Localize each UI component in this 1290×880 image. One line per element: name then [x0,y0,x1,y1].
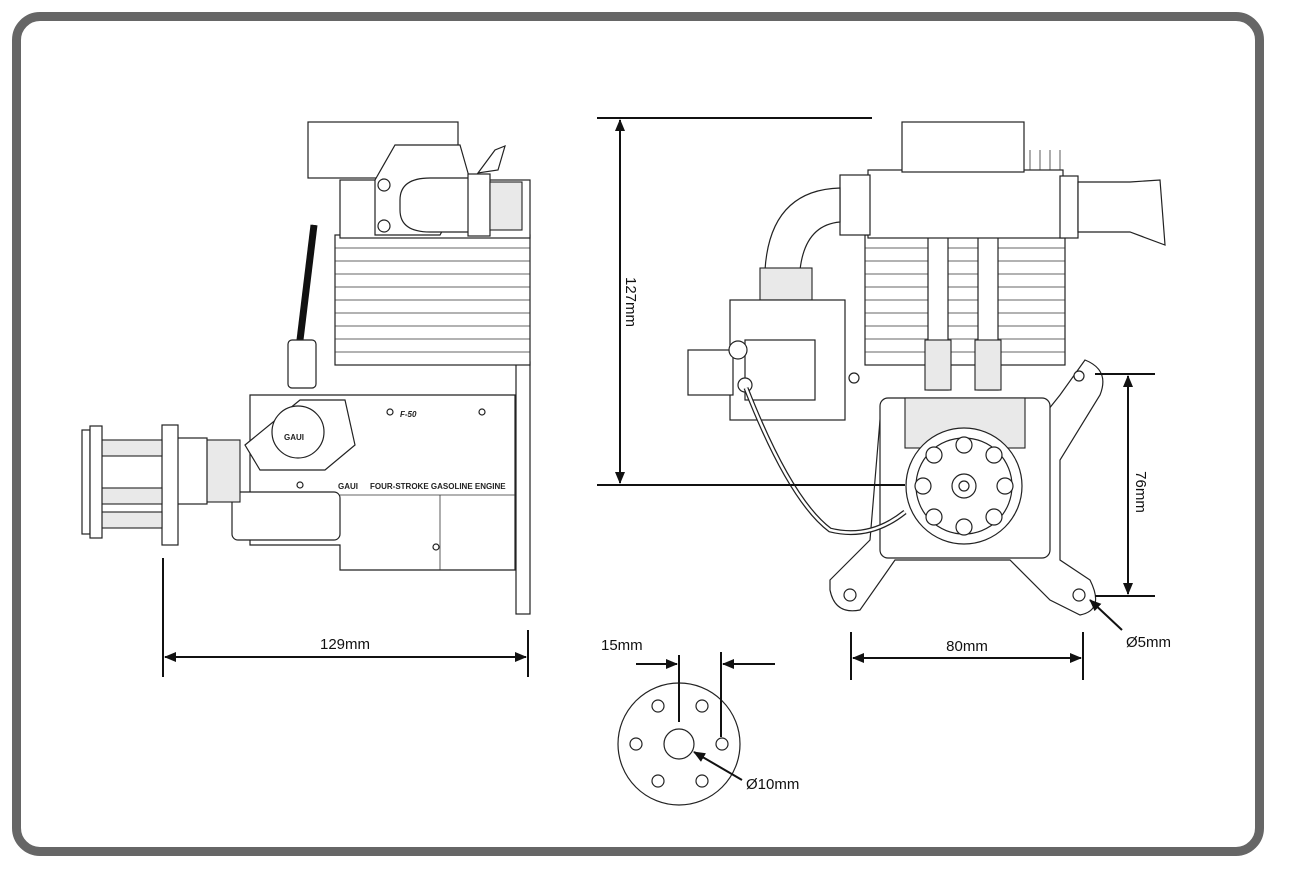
dimension-label-hub-offset: 15mm [601,637,643,654]
dimension-label-height: 127mm [622,277,639,327]
engine-side-view: F-50 GAUI FOUR-STROKE GASOLINE ENGINE GA… [81,121,531,615]
engine-badge-text: GAUI [284,433,304,442]
dimension-hub-offset: 15mm [601,637,775,737]
engine-model-mark: F-50 [400,410,417,419]
dimension-hub-bore: Ø10mm [693,751,799,793]
dimension-label-mount-height: 76mm [1132,471,1149,513]
cylinder-fins [334,234,531,366]
dimension-label-mount-width: 80mm [946,638,988,655]
dimension-mount-height: 76mm [1095,373,1155,597]
engine-description-text: FOUR-STROKE GASOLINE ENGINE [370,482,506,491]
hub-detail [617,682,741,806]
engine-front-view [687,121,1166,616]
dimension-label-side-width: 129mm [320,636,370,653]
engine-brand-text: GAUI [338,482,358,491]
dimension-mount-width: 80mm [850,632,1084,680]
dimension-label-mount-hole: Ø5mm [1126,634,1171,651]
dimension-side-width: 129mm [162,558,529,677]
dimension-label-hub-bore: Ø10mm [746,776,799,793]
dimension-height: 127mm [597,117,905,486]
dimension-mount-hole: Ø5mm [1089,599,1171,651]
